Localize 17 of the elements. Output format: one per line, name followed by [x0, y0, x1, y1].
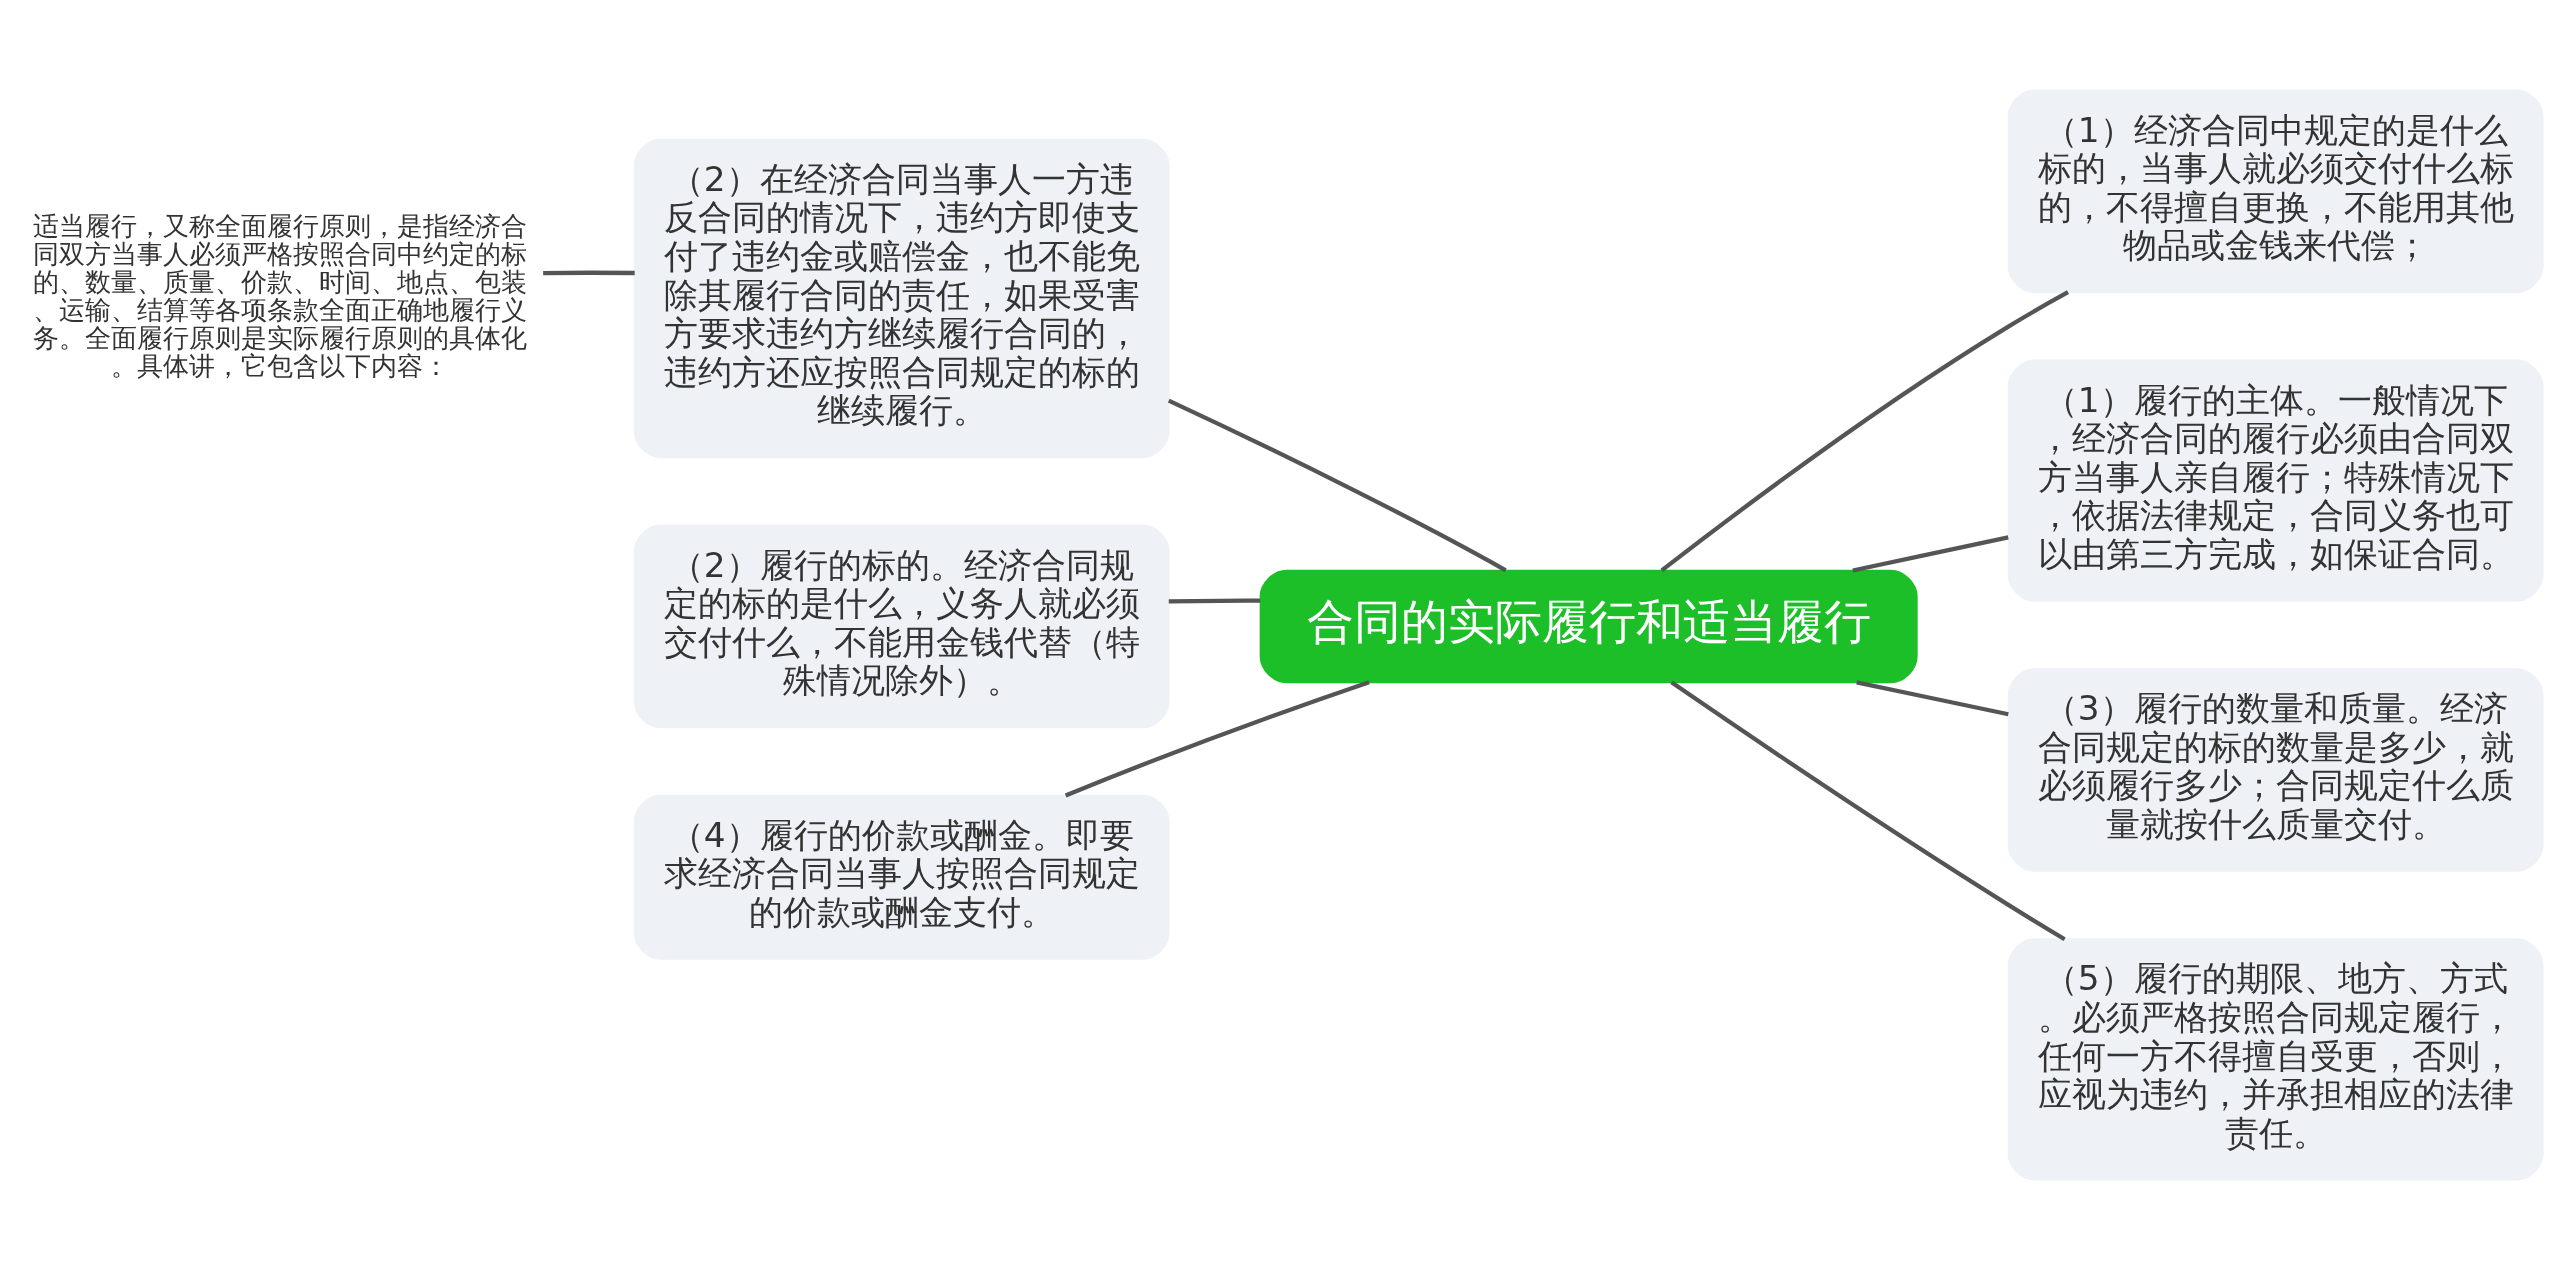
- node-box: （3）履行的数量和质量。经济合同规定的标的数量是多少，就必须履行多少；合同规定什么质量就按什么质量交付。: [2007, 667, 2544, 872]
- node-box: （2）在经济合同当事人一方违反合同的情况下，违约方即使支付了违约金或赔偿金，也不能免除其履行合同的责任，如果受害方要求违约方继续履行合同的，违约方还应按照合同规定的标的继续履行。: [633, 138, 1170, 458]
- node-box: 合同的实际履行和适当履行: [1259, 569, 1918, 683]
- node-box: （5）履行的期限、地方、方式。必须严格按照合同规定履行，任何一方不得擅自受更，否则，应视为违约，并承担相应的法律责任。: [2007, 937, 2544, 1180]
- connector: [1064, 679, 1370, 797]
- node-box: （1）履行的主体。一般情况下，经济合同的履行必须由合同双方当事人亲自履行；特殊情况下，依据法律规定，合同义务也可以由第三方完成，如保证合同。: [2007, 359, 2544, 602]
- node-box: （2）履行的标的。经济合同规定的标的是什么，义务人就必须交付什么，不能用金钱代替（特殊情况除外）。: [633, 524, 1170, 728]
- node-text: 适当履行，又称全面履行原则，是指经济合同双方当事人必须严格按照合同中约定的标的、数量、质量、价款、时间、地点、包装、运输、结算等各项条款全面正确地履行义务。全面履行原则是实际履行原则的具体化。具体讲，它包含以下内容：: [33, 210, 528, 381]
- connector: [1852, 534, 2009, 573]
- connector: [1168, 598, 1261, 603]
- connector: [1670, 680, 2066, 941]
- connector: [543, 270, 635, 275]
- connector: [1856, 679, 2009, 716]
- connector: [1167, 398, 1507, 572]
- connector: [1660, 289, 2070, 572]
- node-box: （1）经济合同中规定的是什么标的，当事人就必须交付什么标的，不得擅自更换，不能用其他物品或金钱来代偿；: [2007, 89, 2544, 293]
- node-box: （4）履行的价款或酬金。即要求经济合同当事人按照合同规定的价款或酬金支付。: [633, 794, 1170, 960]
